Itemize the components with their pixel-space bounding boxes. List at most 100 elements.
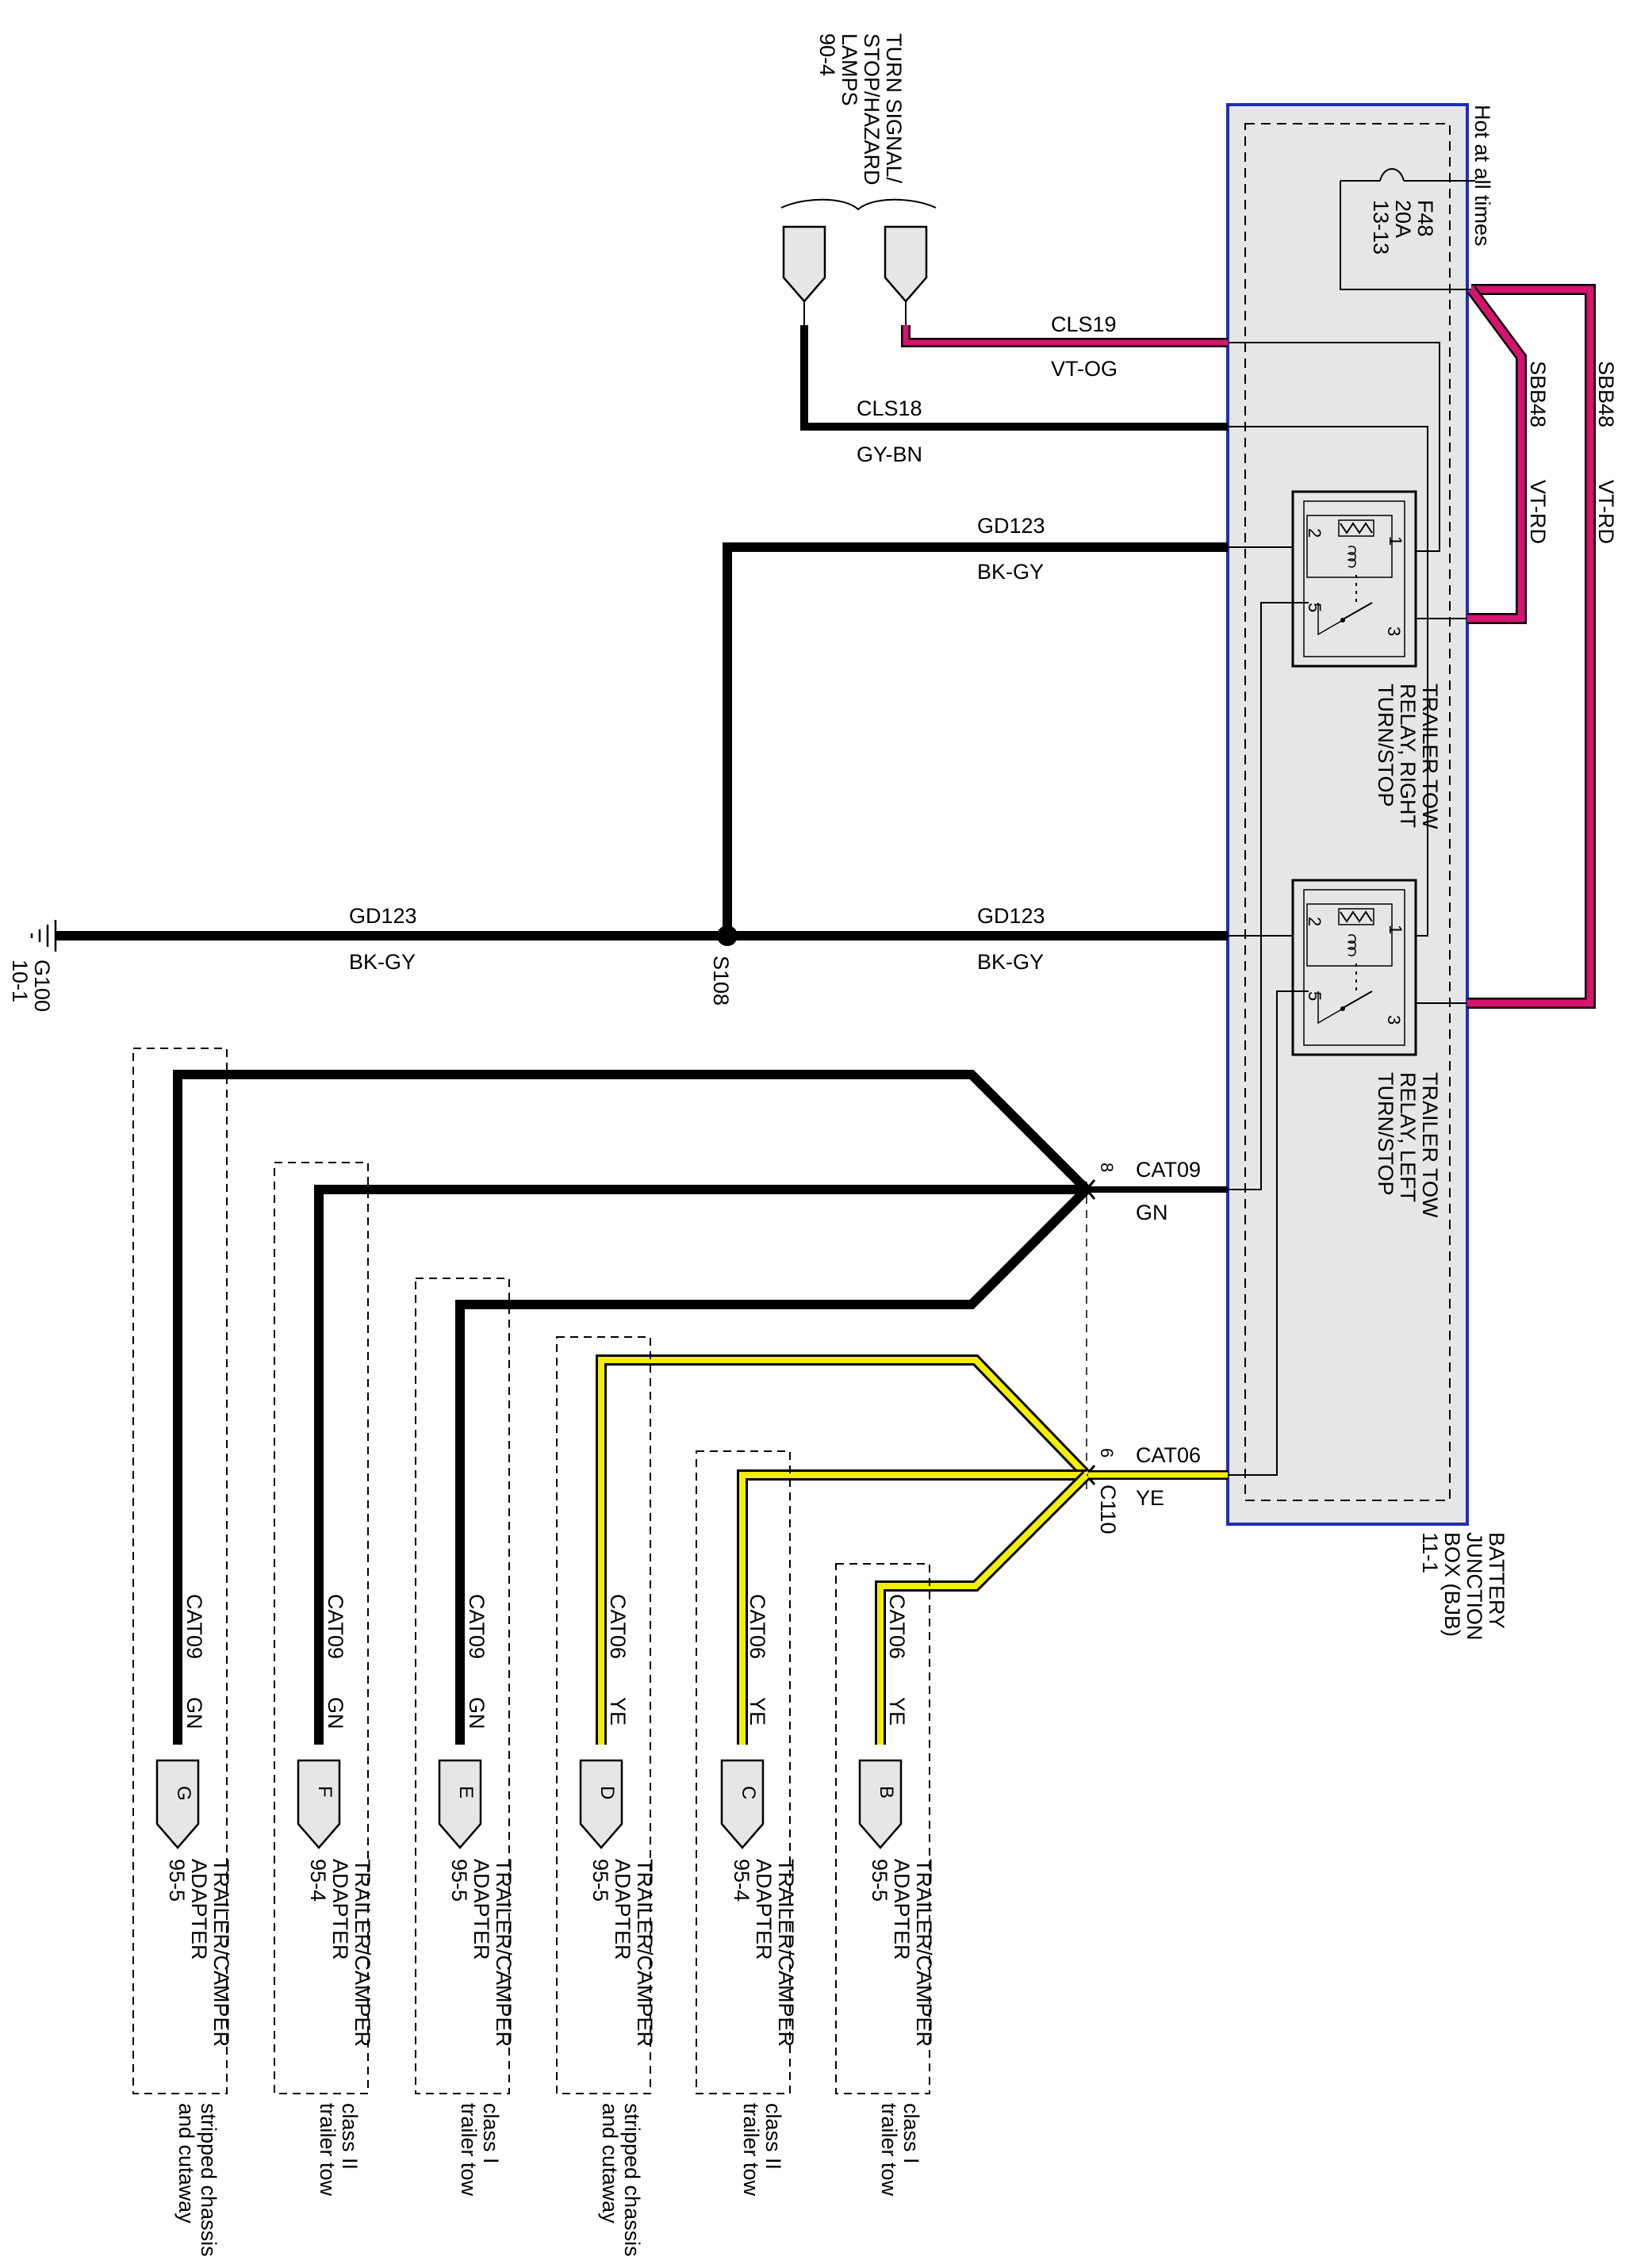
cat06-color: YE — [1136, 1486, 1164, 1510]
adapter-d-label: TRAILER/CAMPER ADAPTER 95-5 — [588, 1859, 657, 2047]
svg-text:trailer tow: trailer tow — [457, 2103, 481, 2197]
svg-text:CAT06: CAT06 — [606, 1594, 630, 1659]
adapter-d-letter: D — [596, 1786, 618, 1799]
adapter-e-label: TRAILER/CAMPER ADAPTER 95-5 — [447, 1859, 516, 2047]
svg-text:CAT06: CAT06 — [885, 1594, 909, 1659]
turn-signal-lamps-connector: TURN SIGNAL/ STOP/HAZARD LAMPS 90-4 — [780, 33, 937, 325]
wire-cat06: CAT06 YE — [596, 1354, 1228, 1745]
cat09-color: GN — [1136, 1201, 1168, 1224]
left-relay-pin1: 1 — [1386, 925, 1405, 934]
gd123-left-color: BK-GY — [349, 950, 416, 974]
svg-text:TRAILER TOW: TRAILER TOW — [1418, 1072, 1442, 1218]
adapter-b-letter: B — [876, 1786, 897, 1799]
splice-s108: S108 — [709, 925, 738, 1006]
adapter-g-note: stripped chassis and cutaway — [174, 2103, 220, 2257]
turn-signal-title: TURN SIGNAL/ STOP/HAZARD LAMPS 90-4 — [815, 33, 906, 186]
right-relay-pin2: 2 — [1305, 528, 1325, 538]
svg-text:YE: YE — [606, 1697, 630, 1726]
svg-text:SBB48: SBB48 — [1594, 361, 1618, 427]
svg-text:GN: GN — [465, 1697, 489, 1730]
svg-text:RELAY, RIGHT: RELAY, RIGHT — [1396, 684, 1420, 828]
svg-text:SBB48: SBB48 — [1526, 361, 1550, 427]
adapter-c-label: TRAILER/CAMPER ADAPTER 95-4 — [730, 1859, 798, 2047]
sbb48-inner-label: SBB48 VT-RD — [1526, 361, 1550, 544]
svg-text:90-4: 90-4 — [815, 33, 839, 76]
trailer-tow-relay-right: 1 2 3 5 TRAILER TOW RELAY, RIGHT TURN/ST… — [1291, 490, 1442, 829]
cls18-color: GY-BN — [857, 442, 922, 466]
svg-text:BATTERY: BATTERY — [1485, 1532, 1509, 1629]
svg-text:CAT09: CAT09 — [324, 1594, 347, 1659]
svg-text:BOX (BJB): BOX (BJB) — [1440, 1532, 1464, 1637]
svg-text:13-13: 13-13 — [1369, 200, 1393, 255]
svg-text:11-1: 11-1 — [1418, 1532, 1442, 1573]
svg-text:Hot at all times: Hot at all times — [1470, 105, 1494, 247]
left-relay-pin3: 3 — [1384, 1015, 1404, 1025]
adapter-f-note: class II trailer tow — [316, 2103, 362, 2197]
svg-text:95-4: 95-4 — [730, 1859, 753, 1902]
c110-label: C110 — [1096, 1485, 1120, 1534]
internal-cat09-trace — [1228, 602, 1309, 1190]
sbb48-outer-label: SBB48 VT-RD — [1594, 361, 1618, 544]
cls18-circuit: CLS18 — [857, 397, 922, 420]
gd123-right-circuit: GD123 — [977, 904, 1045, 928]
svg-text:F48: F48 — [1413, 200, 1437, 237]
svg-text:95-4: 95-4 — [306, 1859, 330, 1902]
svg-text:GN: GN — [182, 1697, 206, 1730]
svg-text:VT-RD: VT-RD — [1594, 480, 1618, 544]
svg-text:TRAILER/CAMPER: TRAILER/CAMPER — [633, 1859, 657, 2047]
adapter-c-note: class II trailer tow — [739, 2103, 785, 2197]
svg-text:stripped chassis: stripped chassis — [197, 2103, 220, 2257]
svg-text:LAMPS: LAMPS — [838, 33, 861, 106]
svg-text:class II: class II — [338, 2103, 362, 2170]
c110-pin-6: 6 — [1097, 1448, 1117, 1458]
svg-text:class II: class II — [761, 2103, 785, 2170]
svg-text:TRAILER/CAMPER: TRAILER/CAMPER — [492, 1859, 516, 2047]
gd123-right-color: BK-GY — [977, 950, 1044, 974]
svg-text:class I: class I — [479, 2103, 503, 2164]
right-relay-pin3: 3 — [1384, 626, 1404, 636]
adapter-d-note: stripped chassis and cutaway — [598, 2103, 644, 2257]
adapter-f-label: TRAILER/CAMPER ADAPTER 95-4 — [306, 1859, 374, 2047]
wire-gd123-main: GD123 BK-GY GD123 BK-GY — [56, 904, 1309, 974]
svg-text:TURN/STOP: TURN/STOP — [1374, 1072, 1397, 1196]
svg-text:ADAPTER: ADAPTER — [890, 1859, 914, 1960]
svg-text:20A: 20A — [1391, 200, 1415, 238]
left-relay-label: TRAILER TOW RELAY, LEFT TURN/STOP — [1374, 1072, 1442, 1218]
right-relay-pin1: 1 — [1386, 536, 1405, 546]
adapter-e-note: class I trailer tow — [457, 2103, 503, 2197]
cat06-circuit: CAT06 — [1136, 1443, 1201, 1467]
svg-text:TURN/STOP: TURN/STOP — [1374, 684, 1397, 807]
gd123-top-color: BK-GY — [977, 560, 1044, 584]
right-relay-pin5: 5 — [1305, 603, 1325, 612]
fuse-label: F48 20A 13-13 — [1369, 200, 1437, 255]
svg-text:95-5: 95-5 — [447, 1859, 471, 1902]
svg-text:stripped chassis: stripped chassis — [620, 2103, 644, 2257]
svg-text:VT-RD: VT-RD — [1526, 480, 1550, 544]
svg-text:CAT06: CAT06 — [746, 1594, 769, 1659]
gd123-top-circuit: GD123 — [977, 514, 1045, 538]
adapter-f-letter: F — [314, 1786, 335, 1798]
svg-text:CAT09: CAT09 — [182, 1594, 206, 1659]
ground-ref: 10-1 — [8, 960, 32, 1002]
wire-gd123-top: GD123 BK-GY — [723, 514, 1309, 936]
wire-cat09: CAT09 GN — [173, 1070, 1228, 1745]
svg-text:CAT09: CAT09 — [465, 1594, 489, 1659]
left-relay-pin5: 5 — [1305, 991, 1325, 1001]
adapter-g-letter: G — [173, 1786, 194, 1801]
svg-text:95-5: 95-5 — [868, 1859, 891, 1902]
adapter-g-label: TRAILER/CAMPER ADAPTER 95-5 — [165, 1859, 233, 2047]
fuse-f48: F48 20A 13-13 — [1340, 168, 1475, 290]
svg-text:STOP/HAZARD: STOP/HAZARD — [860, 33, 884, 186]
svg-text:TRAILER/CAMPER: TRAILER/CAMPER — [774, 1859, 798, 2047]
svg-text:TRAILER TOW: TRAILER TOW — [1418, 684, 1442, 829]
c110-pin-8: 8 — [1097, 1163, 1117, 1172]
svg-text:RELAY, LEFT: RELAY, LEFT — [1396, 1072, 1420, 1202]
svg-text:YE: YE — [885, 1697, 909, 1726]
svg-text:95-5: 95-5 — [588, 1859, 612, 1902]
